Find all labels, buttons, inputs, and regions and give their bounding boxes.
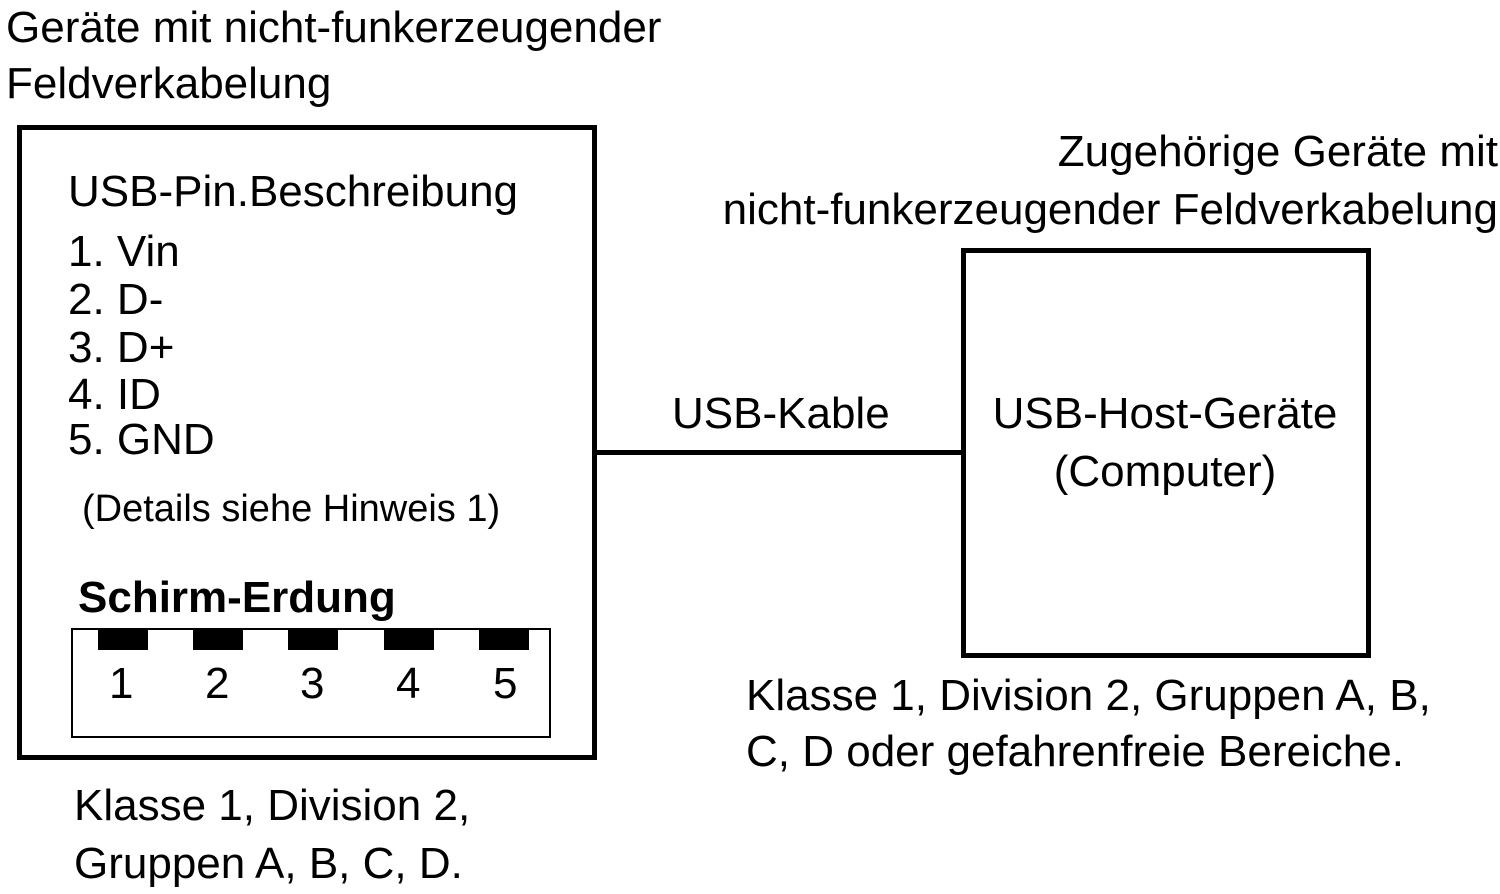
right-device-title-line1: Zugehörige Geräte mit [1057, 127, 1498, 176]
connector-pad [288, 630, 338, 650]
usb-host-label: USB-Host-Geräte [992, 389, 1338, 438]
pin-item: 5. GND [68, 415, 215, 464]
connector-pin-number: 1 [109, 659, 134, 708]
connector-pin-number: 2 [205, 659, 230, 708]
connector-pad [98, 630, 148, 650]
connector-pad [193, 630, 243, 650]
pin-item: 4. ID [68, 370, 161, 419]
usb-host-sublabel: (Computer) [1053, 447, 1277, 496]
right-area-line1: Klasse 1, Division 2, Gruppen A, B, [746, 671, 1431, 720]
right-area-line2: C, D oder gefahrenfreie Bereiche. [746, 727, 1404, 776]
shield-ground-label: Schirm-Erdung [78, 573, 396, 622]
left-device-title-line1: Geräte mit nicht-funkerzeugender [6, 3, 662, 52]
left-device-box [17, 125, 597, 760]
usb-cable-line [597, 450, 964, 455]
pin-description-heading: USB-Pin.Beschreibung [68, 167, 519, 216]
connector-pad [384, 630, 434, 650]
pin-item: 3. D+ [68, 323, 175, 372]
usb-connector: 1 2 3 4 5 [71, 628, 551, 738]
left-area-line2: Gruppen A, B, C, D. [74, 839, 463, 888]
pin-item: 1. Vin [68, 227, 180, 276]
connector-pin-number: 4 [396, 659, 421, 708]
details-note: (Details siehe Hinweis 1) [82, 488, 501, 530]
usb-host-box [961, 248, 1371, 658]
connector-pin-number: 5 [493, 659, 518, 708]
left-device-title-line2: Feldverkabelung [6, 59, 332, 108]
pin-item: 2. D- [68, 275, 164, 324]
right-device-title-line2: nicht-funkerzeugender Feldverkabelung [722, 185, 1498, 234]
usb-cable-label: USB-Kable [672, 389, 890, 438]
left-area-line1: Klasse 1, Division 2, [74, 781, 471, 830]
connector-pin-number: 3 [300, 659, 325, 708]
connector-pad [479, 630, 529, 650]
